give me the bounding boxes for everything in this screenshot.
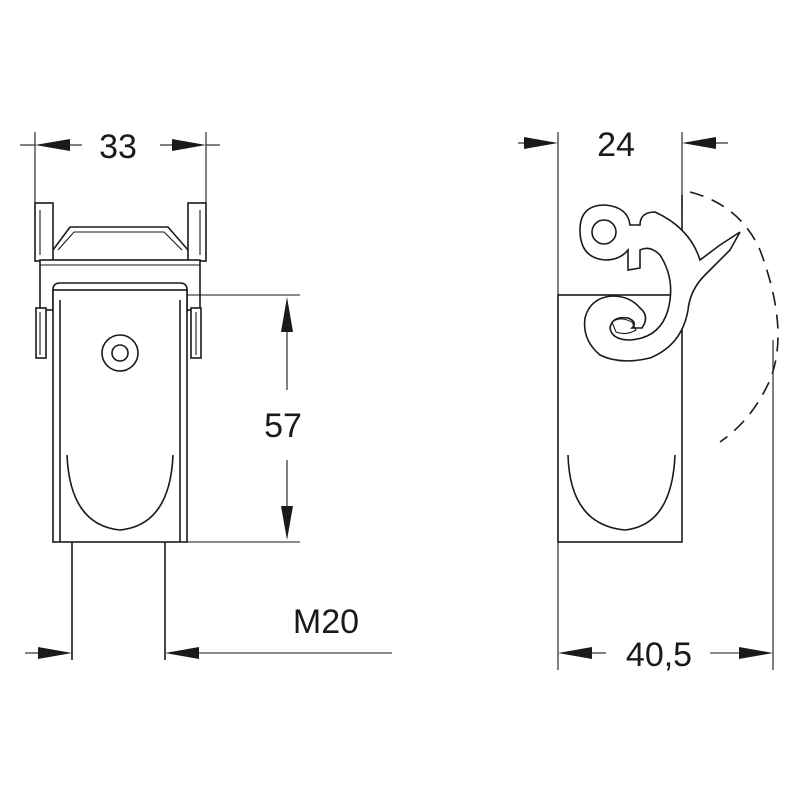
dim-40-5: 40,5 bbox=[558, 636, 773, 674]
dim-24: 24 bbox=[518, 126, 728, 164]
front-housing bbox=[52, 289, 188, 543]
front-view: 33 57 M20 bbox=[20, 128, 392, 660]
dim-label-m20: M20 bbox=[293, 603, 359, 641]
dim-label-33: 33 bbox=[99, 128, 137, 166]
dim-label-24: 24 bbox=[597, 126, 635, 164]
cable-gland bbox=[71, 542, 166, 660]
screw-outer bbox=[101, 334, 139, 372]
dim-label-40-5: 40,5 bbox=[626, 636, 692, 674]
side-latch-lever bbox=[579, 195, 741, 362]
swing-arc bbox=[689, 191, 779, 443]
screw-inner bbox=[111, 344, 129, 362]
dim-m20: M20 bbox=[25, 603, 392, 659]
side-view: 24 40,5 bbox=[518, 126, 779, 674]
dim-33: 33 bbox=[20, 128, 220, 166]
dim-57: 57 bbox=[187, 294, 302, 543]
dim-label-57: 57 bbox=[264, 407, 302, 445]
pivot-circle bbox=[591, 219, 617, 245]
front-clips bbox=[35, 307, 202, 359]
